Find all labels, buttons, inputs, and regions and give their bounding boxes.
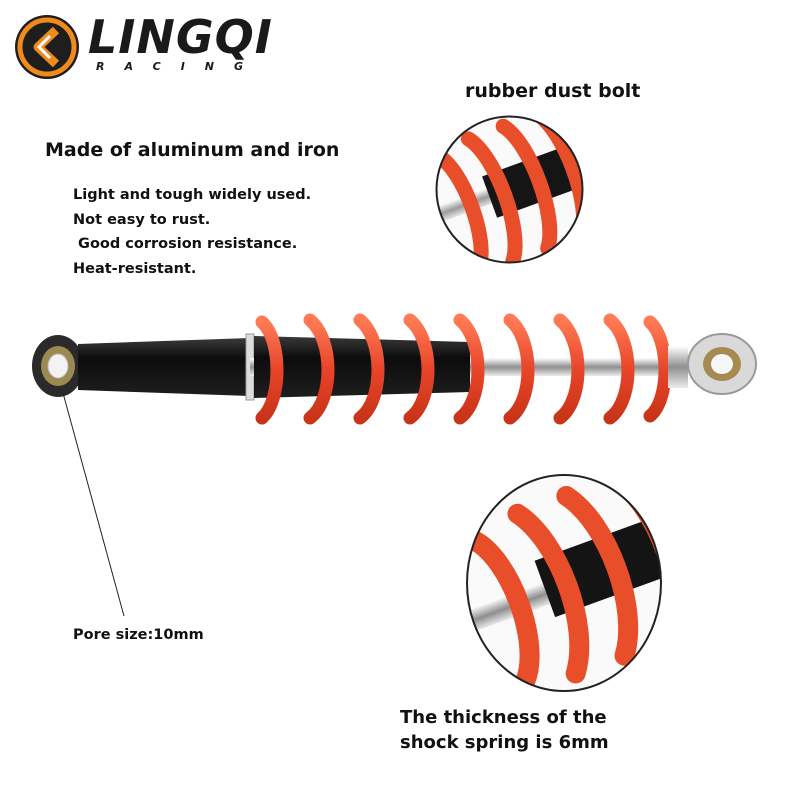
feature-line: Not easy to rust. [73, 211, 211, 228]
spring-thickness-zoom-image [466, 474, 662, 692]
spring-thickness-label: The thickness of the shock spring is 6mm [400, 705, 609, 755]
spring-thickness-line-2: shock spring is 6mm [400, 732, 609, 753]
shock-absorber-image [32, 313, 757, 425]
feature-line: Light and tough widely used. [73, 187, 312, 203]
spring-thickness-line-1: The thickness of the [400, 707, 607, 728]
features-heading: Made of aluminum and iron [45, 139, 340, 161]
pore-size-leader-line [62, 392, 125, 617]
logo [12, 12, 312, 82]
logo-subtitle: RACING [96, 60, 264, 73]
features-list: Light and tough widely used. Not easy to… [73, 183, 311, 281]
logo-wordmark: LINGQI [88, 10, 273, 64]
feature-line: Good corrosion resistance. [73, 236, 298, 252]
logo-emblem-icon [15, 15, 79, 79]
dust-bolt-zoom-image [435, 115, 584, 264]
dust-bolt-label: rubber dust bolt [465, 80, 641, 102]
feature-line: Heat-resistant. [73, 260, 197, 277]
pore-size-label: Pore size:10mm [73, 627, 204, 643]
